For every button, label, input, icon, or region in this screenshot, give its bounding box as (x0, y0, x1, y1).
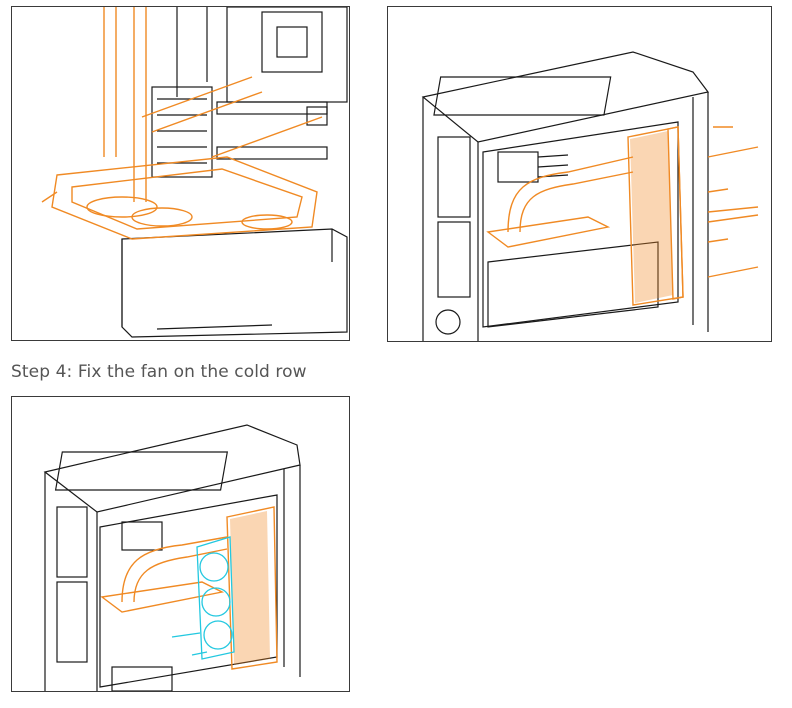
radiator-mount-drawing (421, 51, 759, 341)
fan-mount-drawing (43, 424, 301, 691)
gpu-tube-drawing (41, 7, 348, 338)
diagram-fan-on-cold-row (11, 396, 350, 692)
diagram-gpu-tube-mount (11, 6, 350, 341)
diagram-radiator-mount (387, 6, 772, 342)
step-4-title: Step 4: Fix the fan on the cold row (11, 362, 307, 382)
